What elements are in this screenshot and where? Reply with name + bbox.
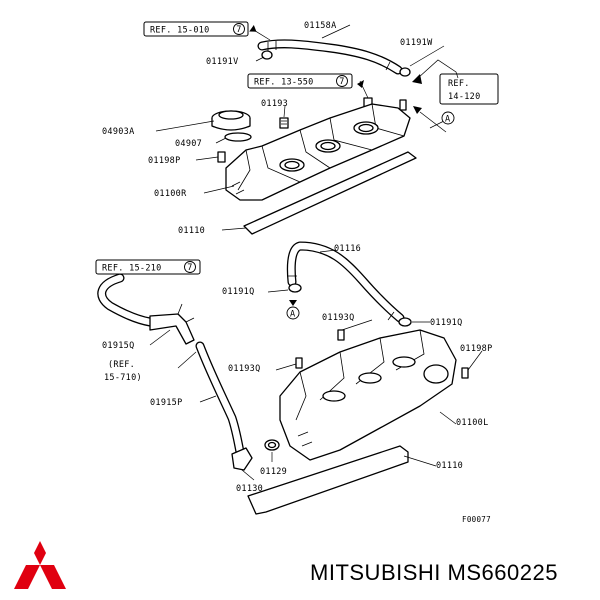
oil-filler-cap-04903a (211, 110, 251, 131)
ref-box-15-210: REF. 15-210 7 (95, 259, 201, 275)
label-01100l: 01100L (456, 418, 489, 428)
marker-a-mid: A (286, 300, 300, 320)
ref-15-710: (REF. 15-710) (104, 360, 142, 383)
marker-a-top: A (441, 111, 455, 125)
svg-text:(REF.: (REF. (108, 360, 135, 370)
label-01130: 01130 (236, 484, 263, 494)
label-01129: 01129 (260, 467, 287, 477)
svg-text:7: 7 (187, 263, 192, 273)
svg-text:REF. 15-010: REF. 15-010 (150, 26, 210, 36)
label-01116: 01116 (334, 244, 361, 254)
bolt-01198p-top (217, 151, 226, 163)
grommet-01129 (264, 439, 280, 451)
hose-01915p (195, 341, 245, 457)
label-01191q-left: 01191Q (222, 287, 255, 297)
svg-text:REF.: REF. (448, 79, 470, 89)
label-01110-top: 01110 (178, 226, 205, 236)
bolt-01193 (279, 117, 289, 129)
leaders-lower (149, 249, 483, 481)
valve-cover-gasket-01110-top (243, 151, 417, 235)
label-01191w: 01191W (400, 38, 433, 48)
valve-cover-01100r (225, 103, 411, 201)
valve-cover-01100l (279, 329, 457, 461)
svg-text:7: 7 (236, 25, 241, 35)
svg-text:REF. 13-550: REF. 13-550 (254, 78, 314, 88)
hose-01158a (257, 39, 403, 75)
mitsubishi-logo-icon (14, 541, 66, 589)
ref-box-13-550: REF. 13-550 7 (247, 73, 353, 89)
label-01191q-right: 01191Q (430, 318, 463, 328)
label-04907: 04907 (175, 139, 202, 149)
label-04903a: 04903A (102, 127, 135, 137)
svg-text:15-710): 15-710) (104, 373, 142, 383)
clip-01191w (399, 67, 411, 77)
figure-code: F00077 (462, 515, 491, 524)
cap-gasket-04907 (224, 132, 252, 142)
leaders-upper (155, 24, 445, 231)
hose-01915q (97, 273, 155, 327)
label-01915q: 01915Q (102, 341, 135, 351)
clip-01191q-right (398, 317, 412, 327)
hose-bracket (149, 303, 195, 345)
label-01198p-top: 01198P (148, 156, 181, 166)
label-01193q-top: 01193Q (322, 313, 355, 323)
svg-text:A: A (290, 310, 295, 320)
hose-01116 (286, 241, 405, 323)
flow-arrows (249, 25, 459, 133)
clip-01191q-left (288, 283, 302, 293)
clip-01191v (261, 50, 273, 60)
fitting-01130 (231, 447, 253, 471)
label-01198p-right: 01198P (460, 344, 493, 354)
svg-text:7: 7 (339, 77, 344, 87)
bolt-01198p-right (461, 367, 469, 379)
label-01110-bottom: 01110 (436, 461, 463, 471)
label-01158a: 01158A (304, 21, 337, 31)
brand-part-number: MITSUBISHI MS660225 (310, 560, 558, 585)
ref-box-15-010: REF. 15-010 7 (143, 21, 249, 37)
label-01193q-left: 01193Q (228, 364, 261, 374)
label-01191v: 01191V (206, 57, 239, 67)
valve-cover-gasket-01110-bottom (247, 445, 409, 515)
svg-text:14-120: 14-120 (448, 92, 481, 102)
label-01193: 01193 (261, 99, 288, 109)
ref-box-14-120: REF. 14-120 (439, 73, 499, 105)
bolt-01193q-top (337, 329, 345, 341)
label-01915p: 01915P (150, 398, 183, 408)
svg-text:REF. 15-210: REF. 15-210 (102, 264, 162, 274)
svg-text:A: A (445, 115, 450, 125)
bolt-01193q-left (295, 357, 303, 369)
label-01100r: 01100R (154, 189, 187, 199)
